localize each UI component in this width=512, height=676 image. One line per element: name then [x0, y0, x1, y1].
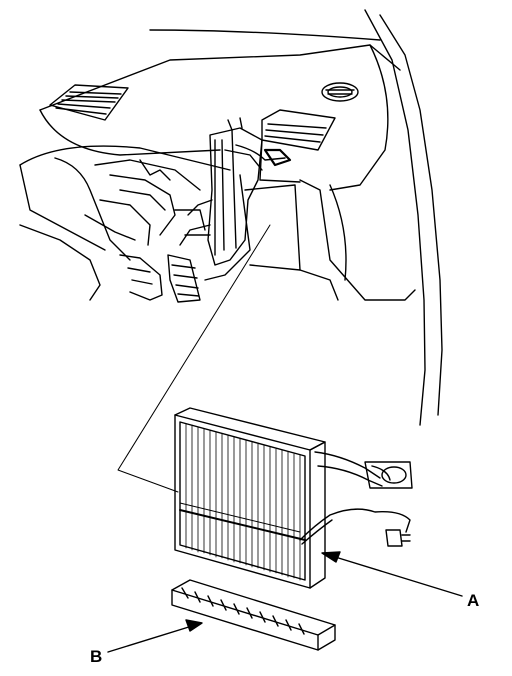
callout-label-a: A — [467, 591, 480, 610]
center-air-vent — [259, 109, 336, 183]
removal-leader-lines — [117, 224, 271, 493]
left-air-vent — [49, 84, 129, 121]
heater-unit-assembly — [179, 117, 292, 281]
temperature-sensor — [299, 508, 411, 547]
callout-label-b: B — [90, 647, 103, 666]
lower-dashboard-internals — [19, 157, 211, 303]
callout-a-arrow — [321, 551, 463, 597]
evaporator-core — [174, 407, 326, 589]
drain-pan — [171, 579, 336, 651]
callout-b-arrow — [107, 619, 203, 653]
dashboard-outline — [19, 44, 416, 301]
windshield-pillar — [149, 9, 443, 426]
refrigerant-pipes — [314, 451, 413, 489]
speaker-grille — [321, 82, 359, 102]
